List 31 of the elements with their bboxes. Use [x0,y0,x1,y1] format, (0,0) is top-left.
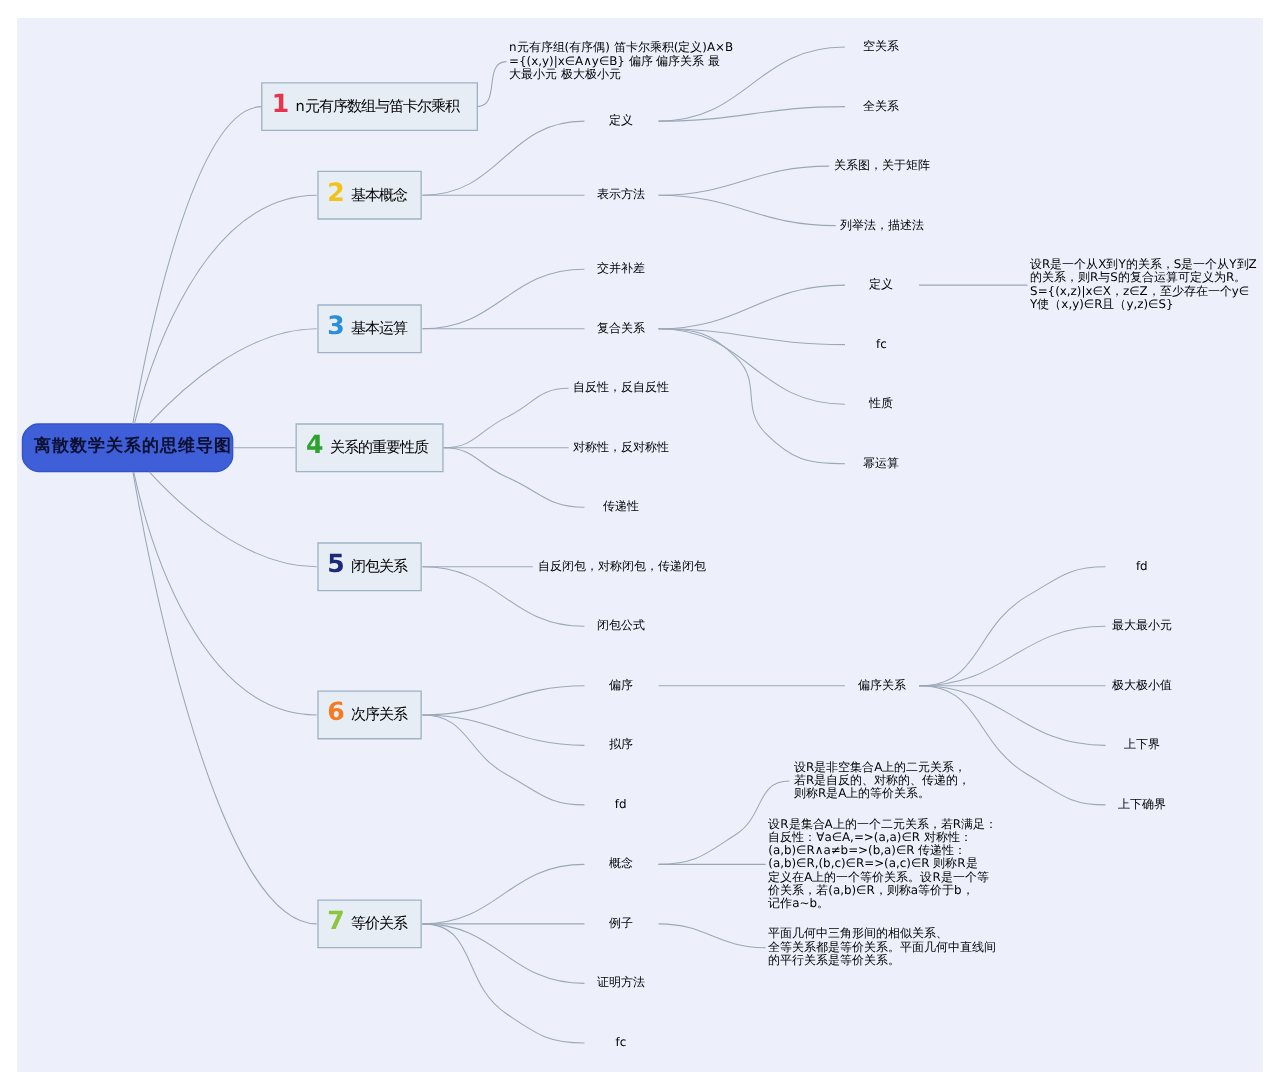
connector [658,862,767,864]
connector [133,193,318,424]
connector [421,327,585,329]
connector [421,713,585,805]
connector [658,684,846,686]
node-box: 离散数学关系的思维导图 [21,422,234,472]
connector [658,922,767,948]
connector [421,267,585,329]
connector [421,565,585,626]
connector [421,119,585,195]
connector [918,684,1107,805]
connector [658,327,846,464]
connector [421,193,585,195]
connector [132,470,318,924]
connector [658,779,790,864]
connector [658,193,837,226]
connector [658,105,846,121]
connector [443,446,585,507]
connector [148,327,318,424]
connector [476,60,507,107]
connector [232,446,297,448]
connector [133,470,318,715]
connector [658,45,846,121]
connector [918,684,1107,745]
connector [132,105,263,424]
connector [421,922,585,1043]
connector [658,327,846,404]
connector [658,164,830,195]
connector [421,713,585,745]
connector [918,283,1028,285]
connector [148,470,318,567]
